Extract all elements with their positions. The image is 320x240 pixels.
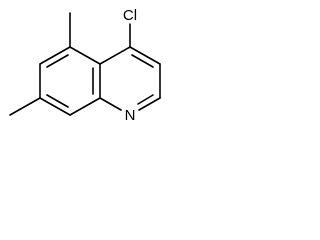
chlorine-label: Cl bbox=[123, 7, 137, 24]
bond-c8-c8a bbox=[69, 97, 101, 116]
bond-c5-c6 bbox=[39, 46, 71, 65]
double-bond-c4-c3 bbox=[131, 54, 154, 68]
double-bond-c5-c6 bbox=[46, 54, 69, 68]
double-bond-c7-c8 bbox=[46, 94, 69, 108]
bond-c2-n1 bbox=[138, 97, 161, 111]
bond-c4a-c4 bbox=[99, 46, 131, 65]
bond-c7-methyl bbox=[9, 97, 41, 116]
bond-c4a-c5 bbox=[69, 46, 101, 65]
double-bond-c2-n1 bbox=[137, 94, 154, 105]
bond-c4-c3 bbox=[129, 46, 161, 65]
bond-n1-c8a bbox=[99, 97, 122, 111]
molecule-structure: Cl N bbox=[9, 7, 161, 124]
nitrogen-label: N bbox=[125, 107, 136, 124]
bond-c7-c8 bbox=[39, 97, 71, 116]
